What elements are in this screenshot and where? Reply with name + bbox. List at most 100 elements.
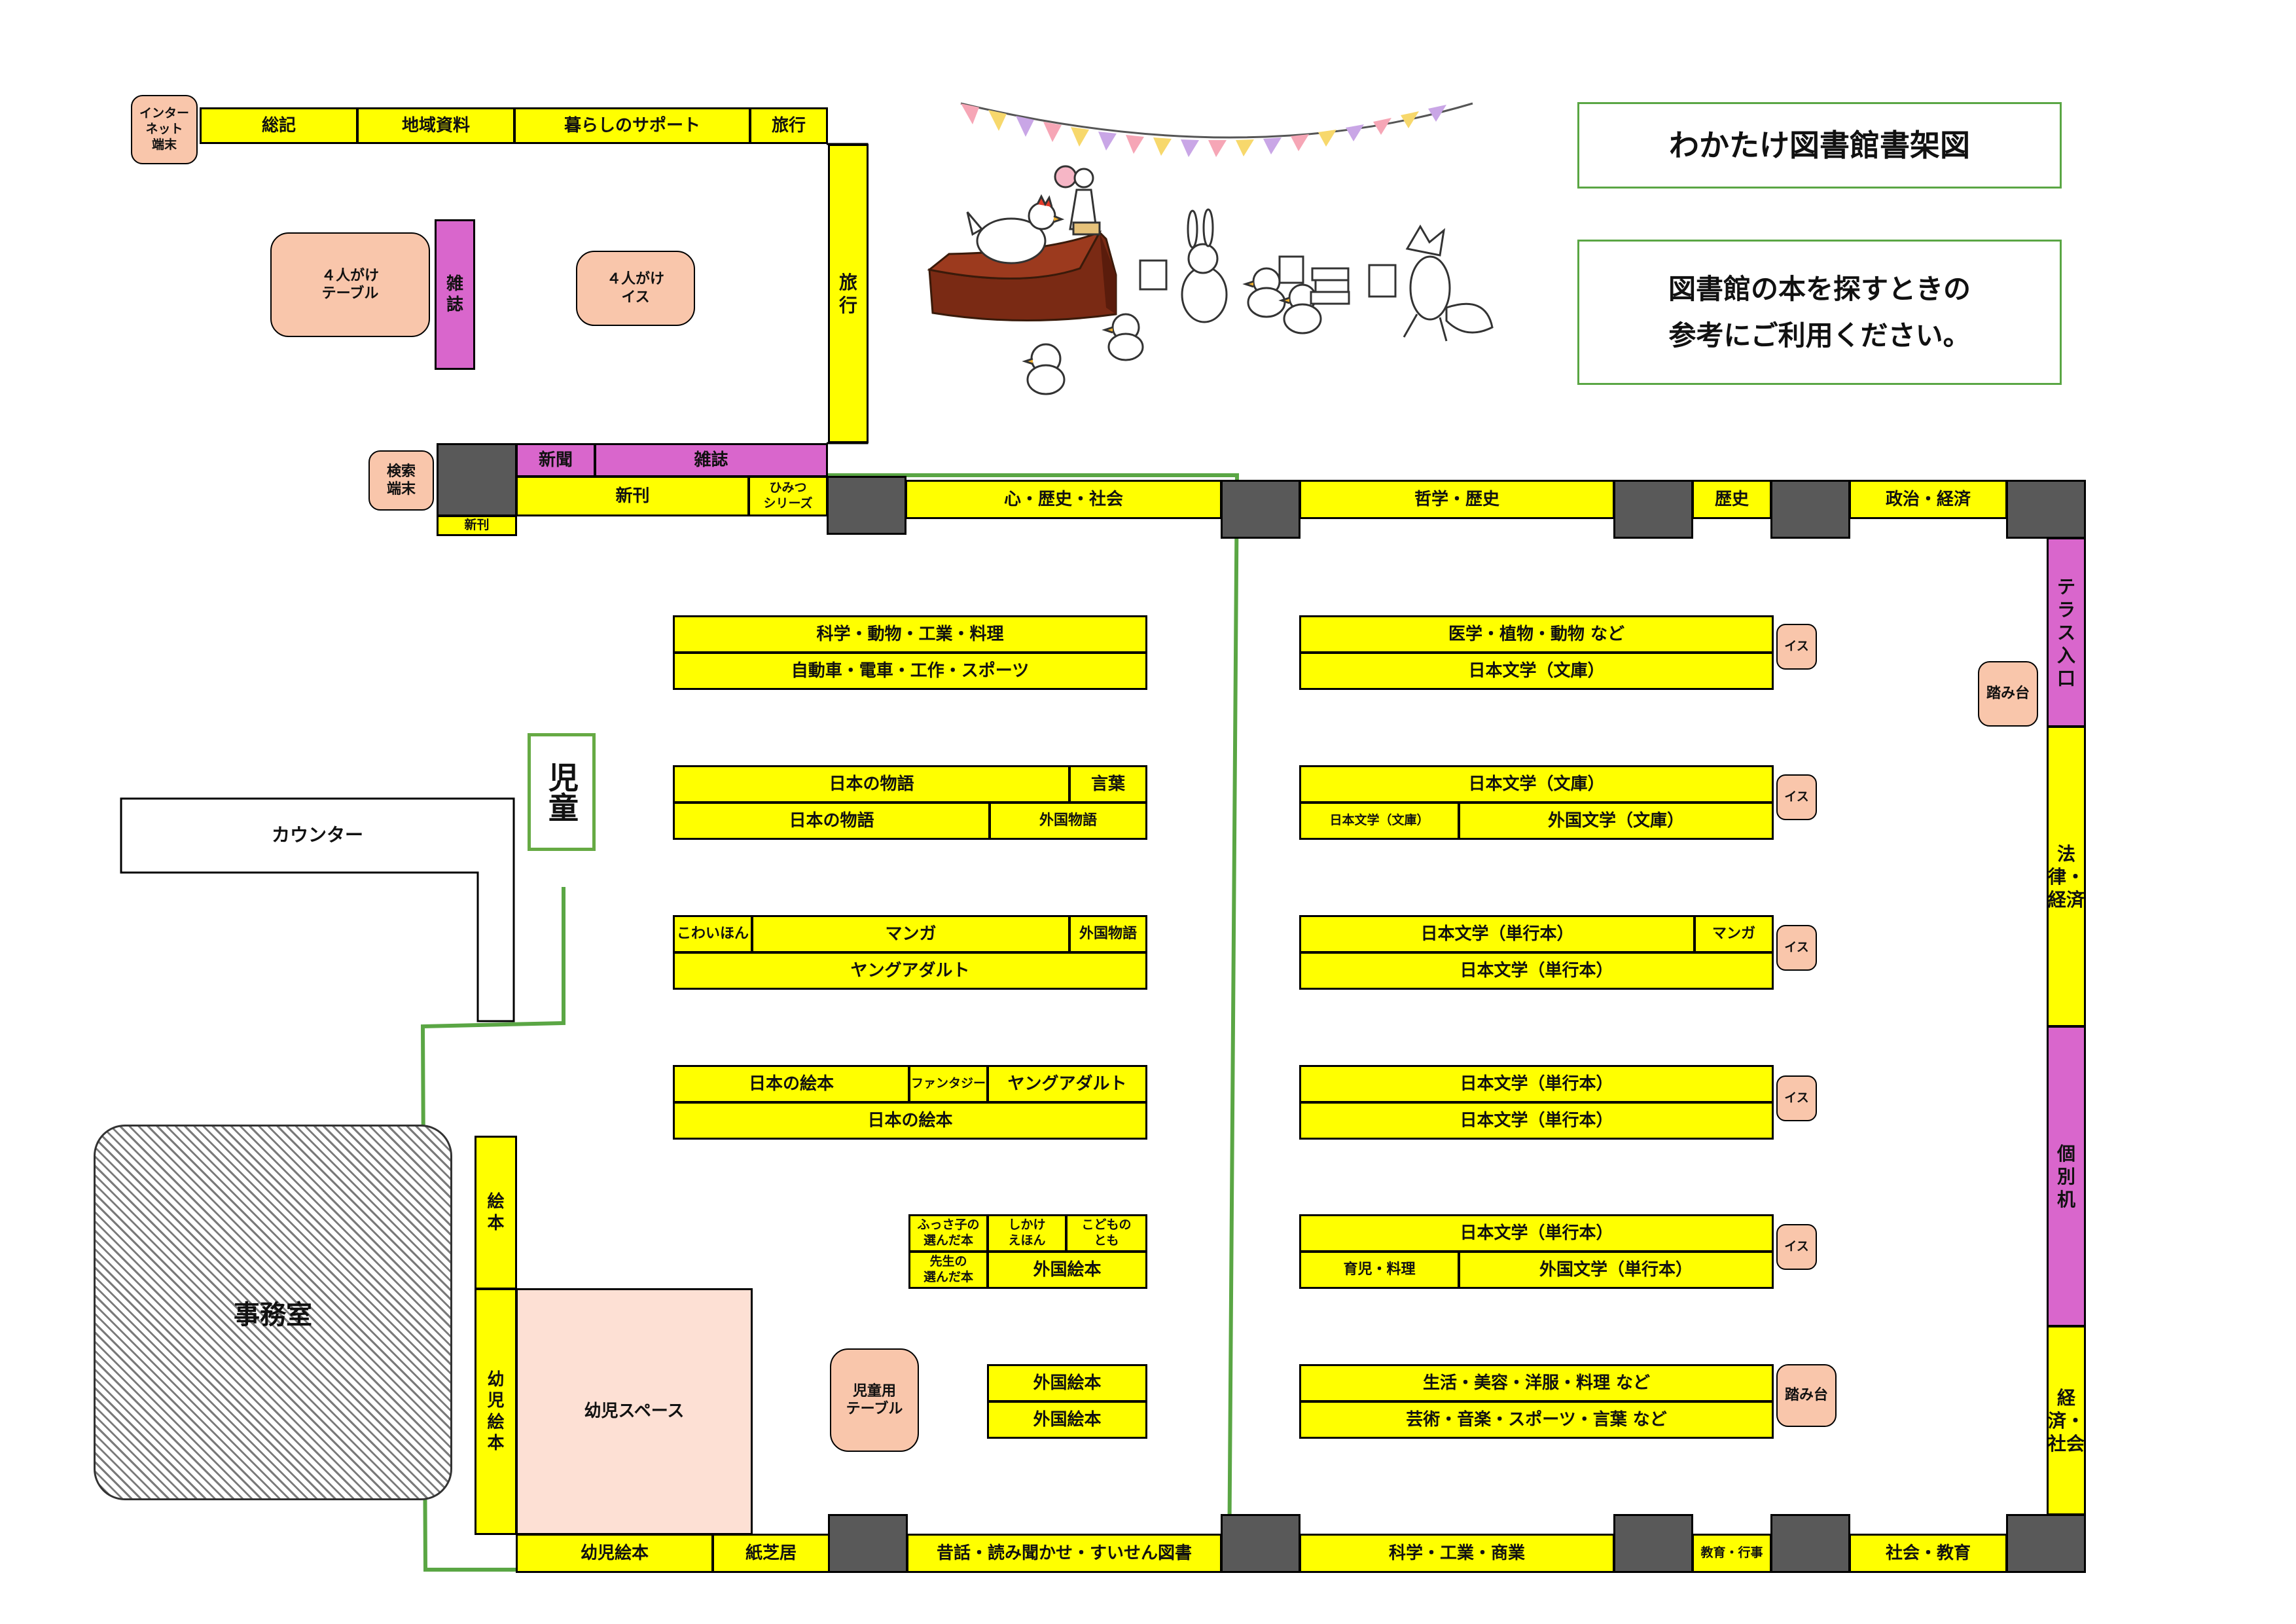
kids-shelf-3-bottom[interactable]: ヤングアダルト (673, 952, 1147, 990)
four-person-chairs[interactable]: ４人がけ イス (576, 251, 695, 326)
chair[interactable]: イス (1776, 774, 1817, 820)
infant-space[interactable]: 幼児スペース (516, 1288, 753, 1535)
kids-shelf-4-top[interactable]: 日本の絵本 (673, 1065, 910, 1103)
shelf-general[interactable]: 総記 (200, 107, 358, 144)
plan-title: わかたけ図書館書架図 (1669, 127, 1970, 163)
pillar (437, 443, 517, 516)
chair[interactable]: イス (1776, 925, 1817, 971)
title-box: わかたけ図書館書架図 (1577, 102, 2062, 189)
shelf-infant-books[interactable]: 幼児絵本 (475, 1288, 517, 1535)
pillar (828, 1514, 908, 1573)
magazine-rack[interactable]: 雑誌 (435, 219, 475, 370)
shelf-philosophy-history[interactable]: 哲学・歴史 (1299, 480, 1615, 519)
adult-shelf-1-bottom[interactable]: 日本文学（文庫） (1299, 652, 1774, 690)
pillar (2006, 480, 2086, 539)
chair[interactable]: イス (1776, 1075, 1817, 1121)
usage-note-box: 図書館の本を探すときの 参考にご利用ください。 (1577, 240, 2062, 385)
adult-shelf-2-small[interactable]: 日本文学（文庫） (1299, 802, 1460, 840)
pillar (1613, 480, 1693, 539)
shelf-politics-economy[interactable]: 政治・経済 (1849, 480, 2007, 519)
kids-shelf-2-top[interactable]: 日本の物語 (673, 765, 1070, 803)
shelf-education-events[interactable]: 教育・行事 (1692, 1534, 1772, 1573)
shelf-living[interactable]: 暮らしのサポート (514, 107, 751, 144)
magazine-shelf[interactable]: 雑誌 (594, 443, 828, 477)
shelf-folk-tales[interactable]: 昔話・読み聞かせ・すいせん図書 (906, 1534, 1222, 1573)
kids-shelf-5-fussa[interactable]: ふっさ子の 選んだ本 (908, 1214, 988, 1252)
children-area-label: 児童 (528, 733, 596, 851)
chair[interactable]: イス (1776, 624, 1817, 670)
shelf-picture-books[interactable]: 絵本 (475, 1136, 517, 1290)
office-room: 事務室 (94, 1125, 452, 1500)
counter-shape (120, 797, 515, 1022)
four-person-table[interactable]: ４人がけ テーブル (270, 232, 430, 337)
kids-shelf-4-young-adult[interactable]: ヤングアダルト (987, 1065, 1147, 1103)
step-stool[interactable]: 踏み台 (1776, 1364, 1837, 1427)
adult-shelf-6-bottom[interactable]: 芸術・音楽・スポーツ・言葉 など (1299, 1401, 1774, 1439)
office-label: 事務室 (234, 1300, 312, 1330)
usage-note: 図書館の本を探すときの 参考にご利用ください。 (1668, 272, 1971, 352)
kids-shelf-6-top[interactable]: 外国絵本 (987, 1364, 1147, 1402)
adult-shelf-5-top[interactable]: 日本文学（単行本） (1299, 1214, 1774, 1252)
adult-shelf-5-childcare[interactable]: 育児・料理 (1299, 1251, 1460, 1289)
shelf-local[interactable]: 地域資料 (357, 107, 515, 144)
shelf-travel[interactable]: 旅行 (749, 107, 828, 144)
adult-shelf-3-manga[interactable]: マンガ (1694, 915, 1774, 953)
internet-terminal[interactable]: インター ネット 端末 (131, 95, 198, 164)
adult-shelf-5-foreign[interactable]: 外国文学（単行本） (1458, 1251, 1774, 1289)
kids-shelf-6-bottom[interactable]: 外国絵本 (987, 1401, 1147, 1439)
shelf-infant-picture-books[interactable]: 幼児絵本 (516, 1534, 713, 1573)
individual-desks[interactable]: 個別机 (2047, 1026, 2086, 1327)
kids-shelf-5-shikake[interactable]: しかけ えほん (987, 1214, 1067, 1252)
adult-shelf-2-top[interactable]: 日本文学（文庫） (1299, 765, 1774, 803)
shelf-economy-society[interactable]: 経済・社会 (2047, 1326, 2086, 1515)
adult-shelf-6-top[interactable]: 生活・美容・洋服・料理 など (1299, 1364, 1774, 1402)
shelf-science-industry-commerce[interactable]: 科学・工業・商業 (1299, 1534, 1615, 1573)
adult-shelf-3-top[interactable]: 日本文学（単行本） (1299, 915, 1695, 953)
shelf-mind-history-society[interactable]: 心・歴史・社会 (905, 480, 1222, 519)
chair[interactable]: イス (1776, 1224, 1817, 1270)
adult-shelf-3-bottom[interactable]: 日本文学（単行本） (1299, 952, 1774, 990)
newspaper-shelf[interactable]: 新聞 (516, 443, 596, 477)
shelf-law-economy[interactable]: 法律・経済 (2047, 726, 2086, 1027)
counter-label: カウンター (271, 823, 363, 846)
figurine-illustration (1054, 165, 1101, 236)
adult-shelf-1-top[interactable]: 医学・植物・動物 など (1299, 615, 1774, 653)
pillar (827, 476, 906, 535)
pillar (1770, 1514, 1850, 1573)
chick-illustrations (1022, 267, 1322, 395)
pillar (1613, 1514, 1693, 1573)
children-table[interactable]: 児童用 テーブル (830, 1348, 919, 1452)
shelf-society-education[interactable]: 社会・教育 (1849, 1534, 2007, 1573)
adult-shelf-2-foreign[interactable]: 外国文学（文庫） (1458, 802, 1774, 840)
kids-shelf-3-scary[interactable]: こわいほん (673, 915, 753, 953)
shelf-kamishibai[interactable]: 紙芝居 (712, 1534, 830, 1573)
children-area-border (420, 473, 1240, 1572)
shelf-new-books[interactable]: 新刊 (516, 476, 749, 516)
kids-shelf-1-top[interactable]: 科学・動物・工業・料理 (673, 615, 1147, 653)
kids-shelf-5-teacher[interactable]: 先生の 選んだ本 (908, 1251, 988, 1289)
kids-shelf-3-manga[interactable]: マンガ (751, 915, 1070, 953)
kids-shelf-2-bottom[interactable]: 日本の物語 (673, 802, 990, 840)
kids-shelf-4-fantasy[interactable]: ファンタジー (908, 1065, 988, 1103)
shelf-new-books-small[interactable]: 新刊 (437, 515, 517, 536)
adult-shelf-4-top[interactable]: 日本文学（単行本） (1299, 1065, 1774, 1103)
kids-shelf-1-bottom[interactable]: 自動車・電車・工作・スポーツ (673, 652, 1147, 690)
shelf-history[interactable]: 歴史 (1692, 480, 1772, 519)
kids-shelf-5-kodomo[interactable]: こどもの とも (1066, 1214, 1147, 1252)
kids-shelf-4-bottom[interactable]: 日本の絵本 (673, 1102, 1147, 1140)
kids-shelf-2-words[interactable]: 言葉 (1069, 765, 1147, 803)
pillar (1221, 480, 1300, 539)
step-stool[interactable]: 踏み台 (1978, 661, 2038, 727)
kids-shelf-3-foreign[interactable]: 外国物語 (1069, 915, 1147, 953)
pillar (1770, 480, 1850, 539)
adult-shelf-4-bottom[interactable]: 日本文学（単行本） (1299, 1102, 1774, 1140)
terrace-entrance[interactable]: テラス入口 (2047, 537, 2086, 727)
bunting-string (960, 102, 1473, 139)
shelf-himitsu-series[interactable]: ひみつ シリーズ (748, 476, 828, 516)
kids-shelf-2-foreign[interactable]: 外国物語 (989, 802, 1147, 840)
search-terminal[interactable]: 検索 端末 (368, 450, 434, 511)
shelf-travel-vertical[interactable]: 旅行 (828, 144, 869, 443)
kids-shelf-5-foreign[interactable]: 外国絵本 (987, 1251, 1147, 1289)
